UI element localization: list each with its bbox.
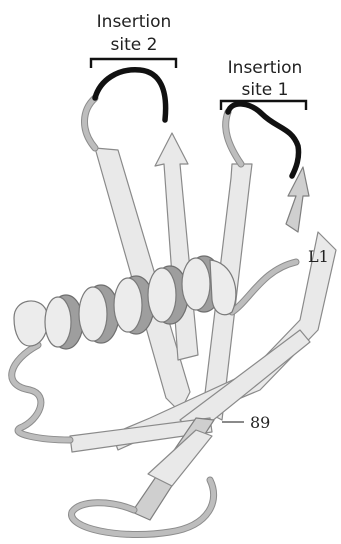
coil-top-right-fill [226,112,241,164]
residue-label-l1: L1 [308,247,329,266]
insertion-site-1-label: Insertion site 1 [228,58,303,100]
insertion-site-2-label: Insertion site 2 [97,12,172,55]
insertion-site-2-line2: site 2 [111,35,158,55]
helix-cap-left [14,301,48,346]
residue-label-89: 89 [250,413,270,432]
insertion-loop-2 [95,70,166,120]
alpha-helix [14,256,236,349]
helix-turn-5-front [182,258,210,310]
insertion-site-2-line1: Insertion [97,12,172,32]
insertion-site-1-line1: Insertion [228,58,303,78]
insertion-site-2-bracket [91,59,176,68]
helix-turn-1-front [45,297,71,347]
helix-turn-3-front [114,278,142,332]
coil-right-fill [232,262,296,312]
helix-turn-4-front [148,268,176,322]
insertion-site-1-line2: site 1 [242,80,289,100]
helix-turn-2-front [79,287,107,341]
